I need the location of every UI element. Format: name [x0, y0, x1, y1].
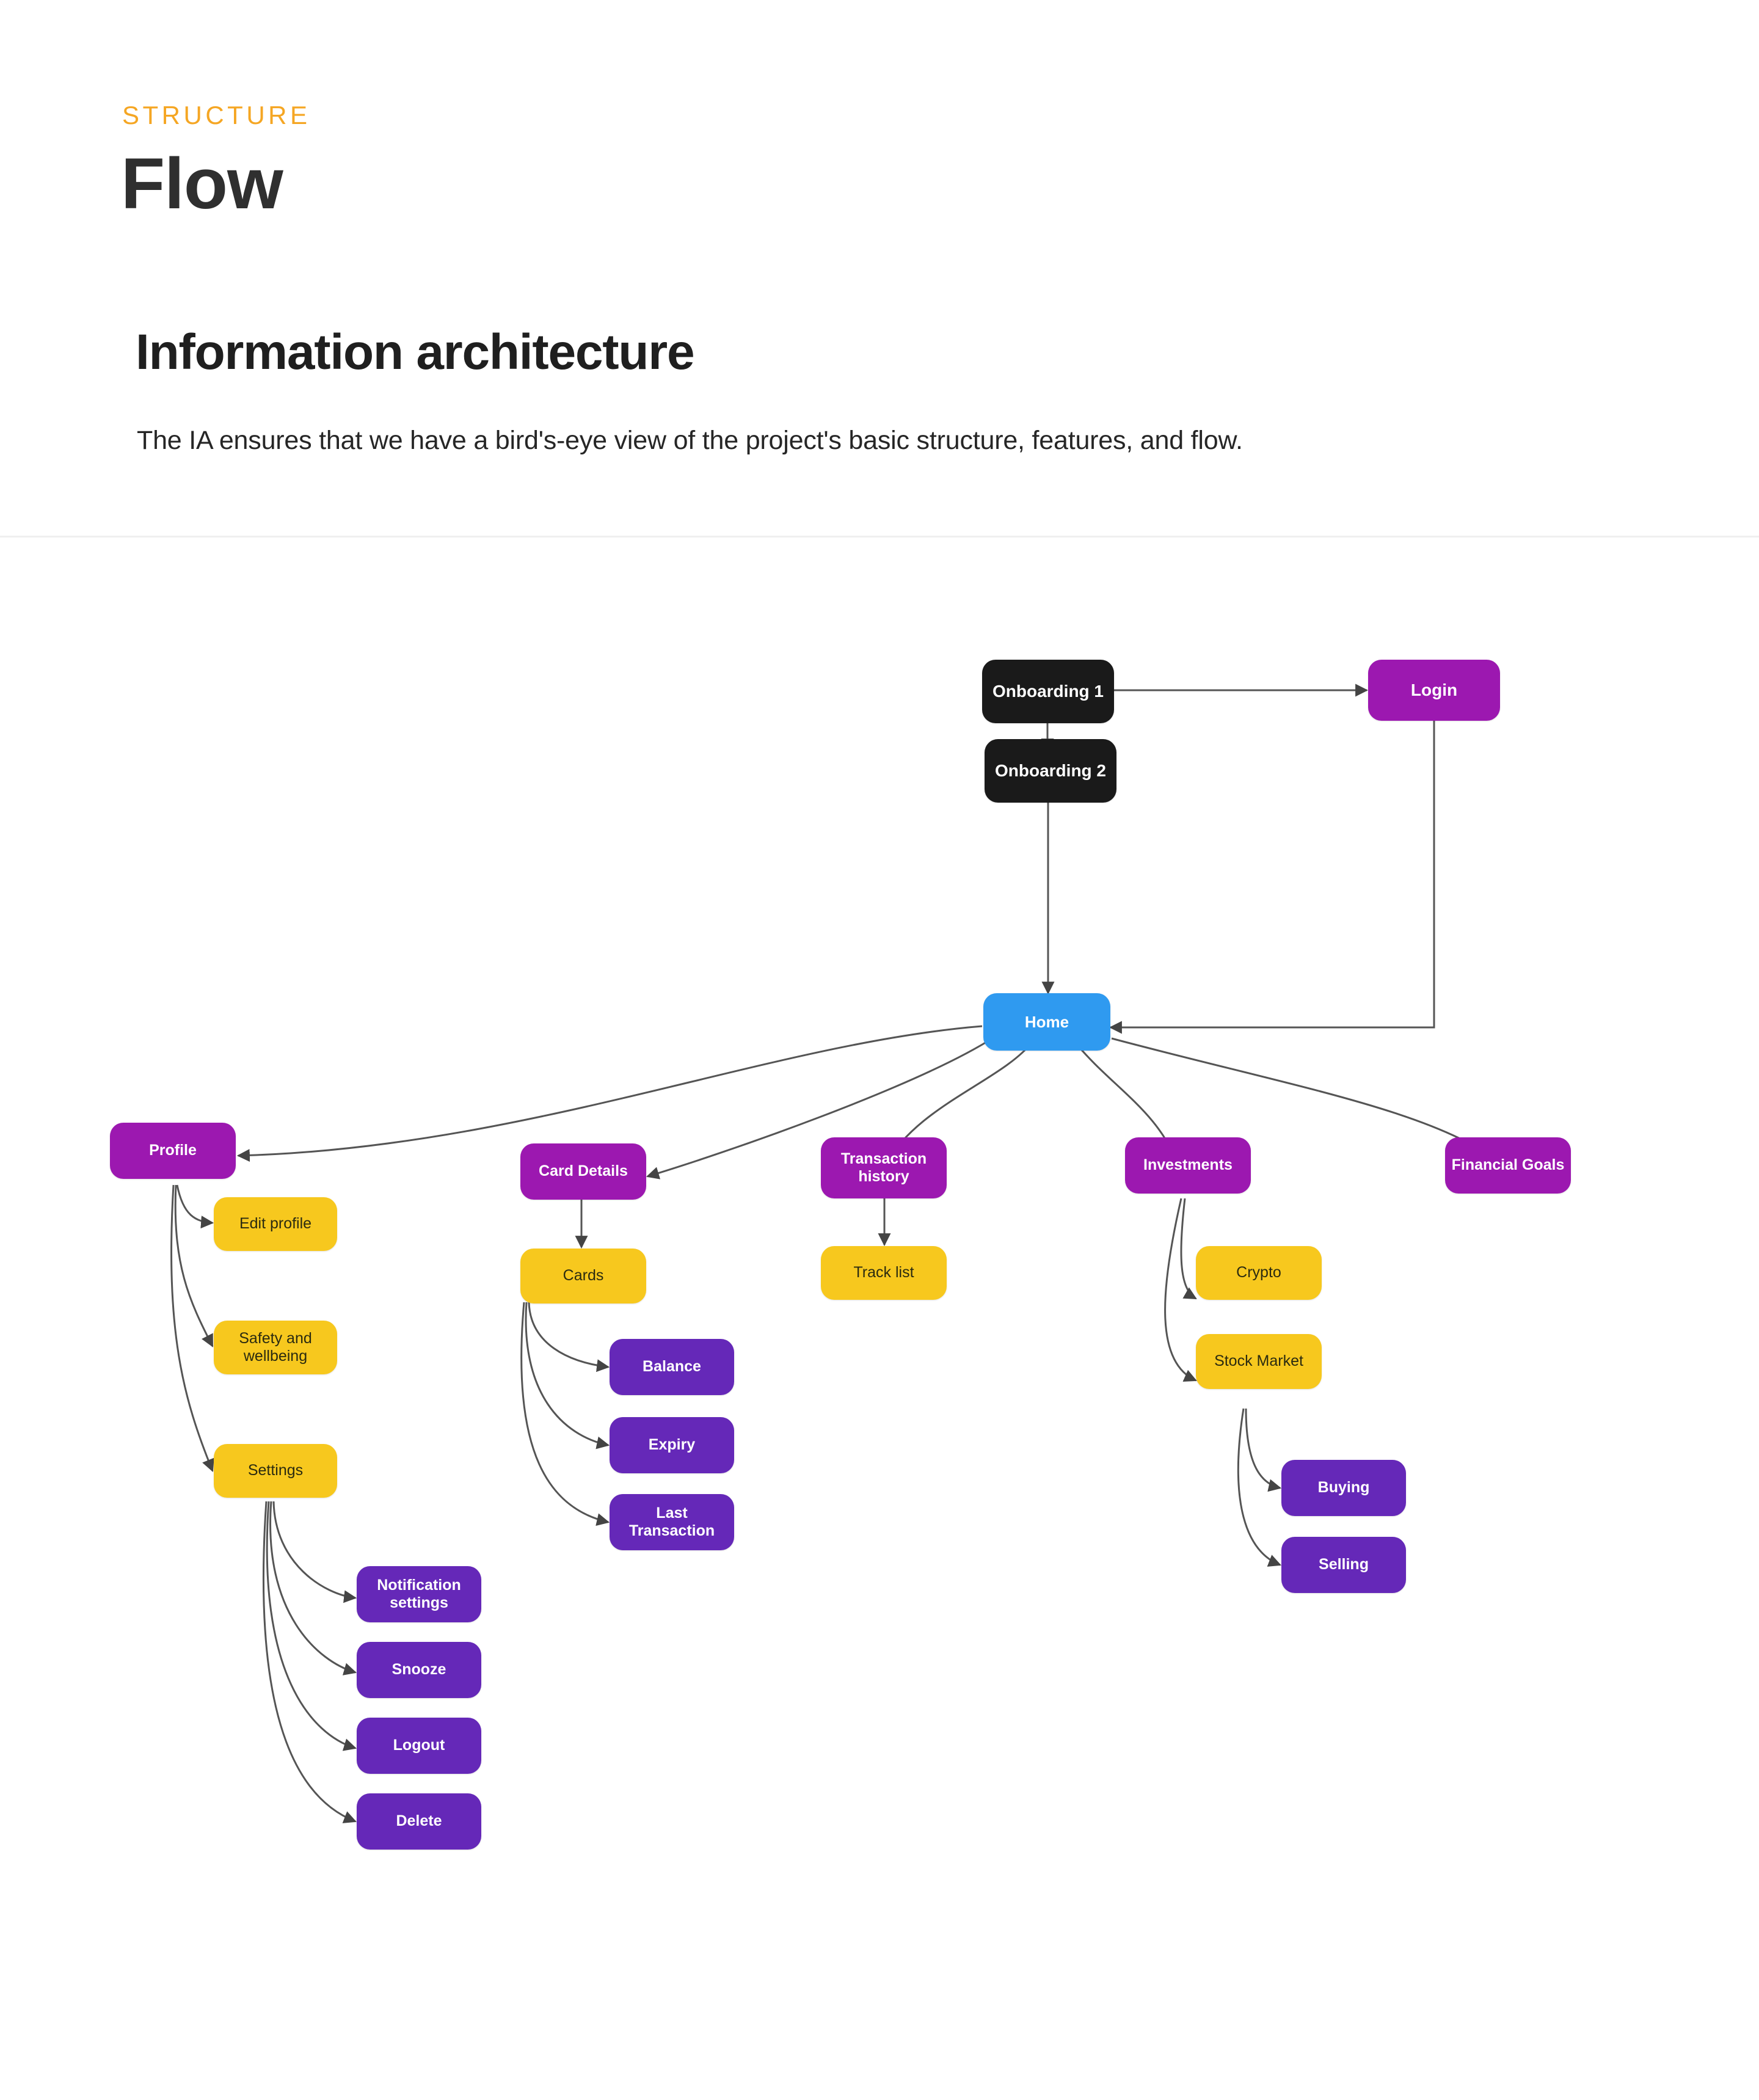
node-label: Login: [1410, 680, 1458, 700]
edge-cards-balance: [528, 1302, 610, 1373]
edge-investments-crypto: [1180, 1198, 1197, 1300]
node-label: Onboarding 1: [992, 682, 1104, 701]
node-label: Safety and wellbeing: [239, 1329, 312, 1365]
node-last-transaction[interactable]: Last Transaction: [610, 1494, 734, 1550]
node-label: Delete: [396, 1812, 442, 1830]
node-buying[interactable]: Buying: [1281, 1460, 1406, 1516]
eyebrow-label: STRUCTURE: [122, 101, 311, 129]
node-cards[interactable]: Cards: [520, 1249, 646, 1303]
diagram-edges: [170, 684, 1507, 1823]
node-login[interactable]: Login: [1368, 660, 1500, 721]
node-edit-profile[interactable]: Edit profile: [214, 1197, 337, 1251]
node-label: Cards: [563, 1267, 604, 1285]
edge-profile-safety: [174, 1184, 214, 1347]
section-description: The IA ensures that we have a bird's-eye…: [137, 426, 1243, 455]
node-label: Financial Goals: [1451, 1156, 1565, 1174]
edge-login-home: [1109, 716, 1435, 1034]
edge-stock-selling: [1237, 1408, 1281, 1567]
node-label: Balance: [643, 1358, 701, 1376]
edge-cards-expiry: [525, 1302, 610, 1449]
node-label: Last Transaction: [628, 1504, 715, 1540]
node-label: Snooze: [391, 1661, 446, 1679]
node-delete[interactable]: Delete: [357, 1793, 481, 1850]
node-label: Home: [1024, 1012, 1069, 1031]
node-financial-goals[interactable]: Financial Goals: [1445, 1137, 1571, 1194]
node-label: Buying: [1317, 1479, 1370, 1497]
edge-cards-last-transaction: [520, 1302, 610, 1526]
node-label: Edit profile: [239, 1215, 312, 1233]
node-onboarding2[interactable]: Onboarding 2: [985, 739, 1116, 803]
node-notification-settings[interactable]: Notification settings: [357, 1566, 481, 1622]
node-label: Settings: [247, 1462, 304, 1479]
edge-investments-stock: [1164, 1198, 1197, 1382]
node-selling[interactable]: Selling: [1281, 1537, 1406, 1593]
node-label: Transaction history: [840, 1150, 927, 1186]
edge-home-profile: [236, 1025, 983, 1162]
section-title: Information architecture: [136, 324, 695, 380]
node-label: Crypto: [1236, 1264, 1281, 1282]
node-label: Notification settings: [377, 1576, 461, 1612]
node-crypto[interactable]: Crypto: [1196, 1246, 1322, 1300]
node-settings[interactable]: Settings: [214, 1444, 337, 1498]
node-card-details[interactable]: Card Details: [520, 1143, 646, 1200]
node-safety-wellbeing[interactable]: Safety and wellbeing: [214, 1321, 337, 1374]
node-label: Card Details: [539, 1162, 628, 1180]
node-expiry[interactable]: Expiry: [610, 1417, 734, 1473]
node-home[interactable]: Home: [983, 993, 1110, 1051]
edge-settings-snooze: [269, 1501, 357, 1675]
node-stock-market[interactable]: Stock Market: [1196, 1334, 1322, 1389]
node-label: Onboarding 2: [995, 761, 1106, 781]
edge-stock-buying: [1245, 1408, 1282, 1492]
node-label: Track list: [853, 1264, 914, 1282]
node-label: Expiry: [648, 1436, 696, 1454]
node-track-list[interactable]: Track list: [821, 1246, 947, 1300]
information-architecture-diagram: Onboarding 1 Onboarding 2 Login Home Pro…: [0, 538, 1759, 2100]
node-snooze[interactable]: Snooze: [357, 1642, 481, 1698]
page-title: Flow: [121, 144, 283, 224]
node-label: Investments: [1143, 1156, 1233, 1174]
node-label: Logout: [393, 1737, 445, 1754]
edge-settings-logout: [266, 1501, 357, 1751]
node-investments[interactable]: Investments: [1125, 1137, 1251, 1194]
node-label: Selling: [1319, 1556, 1369, 1573]
node-label: Stock Market: [1214, 1352, 1303, 1370]
node-transaction-history[interactable]: Transaction history: [821, 1137, 947, 1198]
page-header: STRUCTURE Flow Information architecture …: [0, 0, 1759, 538]
node-profile[interactable]: Profile: [110, 1123, 236, 1179]
edge-settings-notification: [272, 1501, 357, 1603]
node-onboarding1[interactable]: Onboarding 1: [982, 660, 1114, 723]
node-balance[interactable]: Balance: [610, 1339, 734, 1395]
node-label: Profile: [149, 1142, 197, 1159]
edge-profile-settings: [170, 1184, 214, 1472]
edge-settings-delete: [262, 1501, 357, 1823]
node-logout[interactable]: Logout: [357, 1718, 481, 1774]
edge-profile-edit-profile: [176, 1184, 214, 1229]
